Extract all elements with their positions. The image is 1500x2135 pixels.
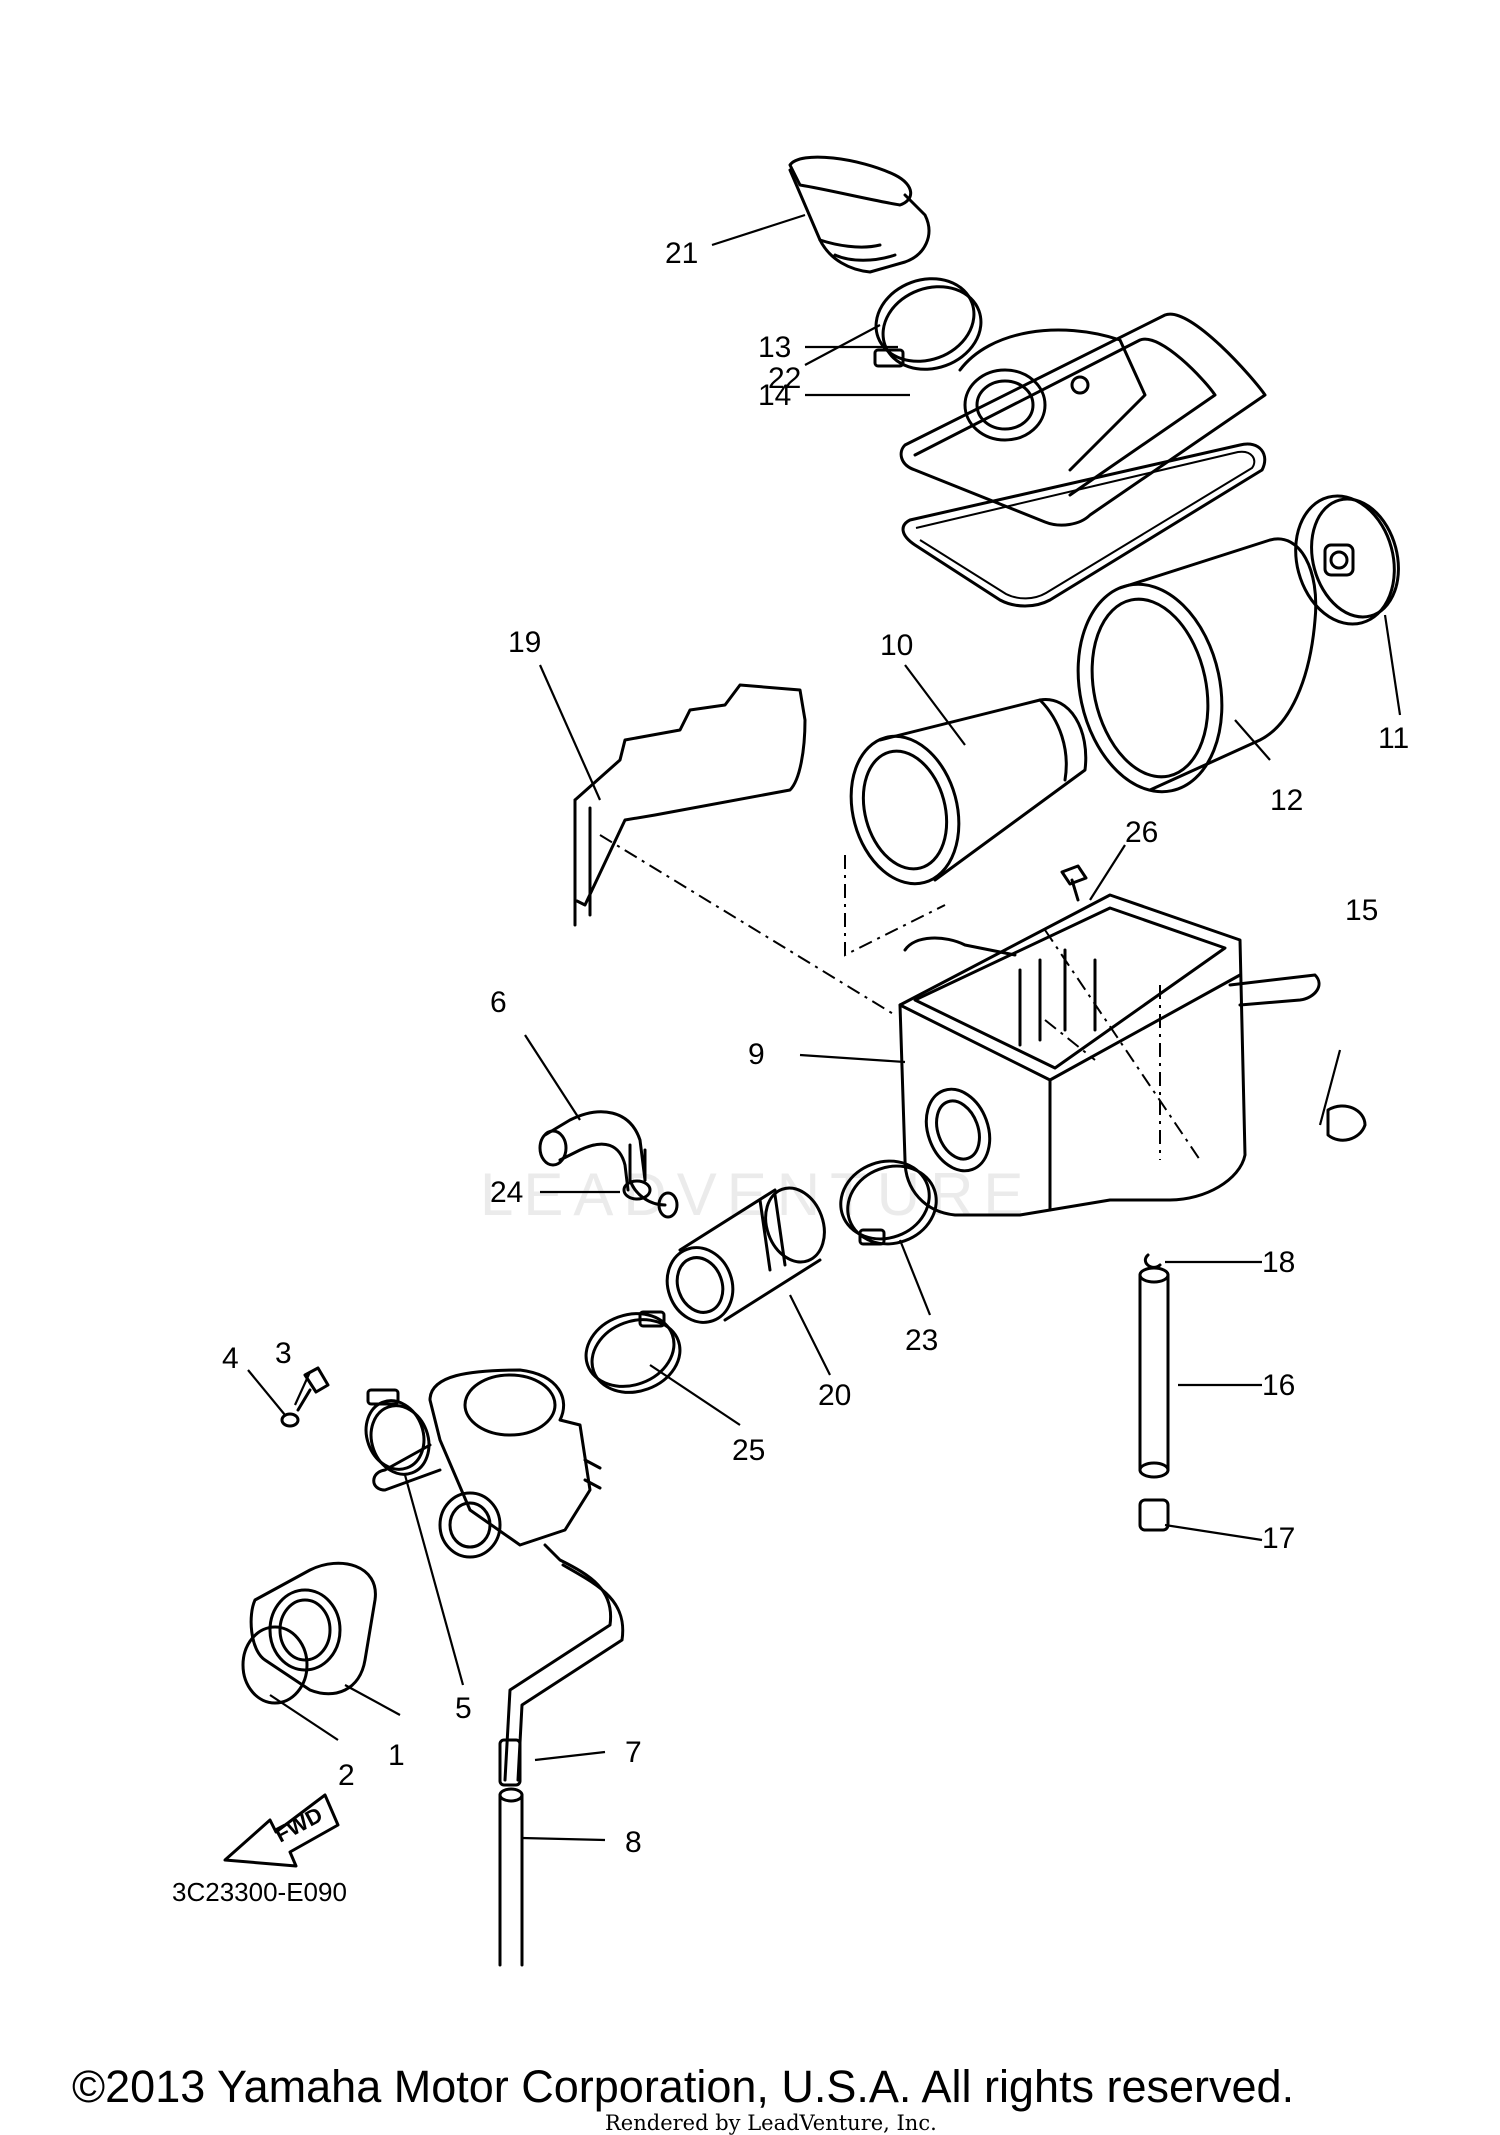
part-19-side-plate	[573, 683, 807, 927]
figure-code: 3C23300-E090	[172, 1877, 347, 1907]
callout-15: 15	[1345, 894, 1378, 927]
rendered-by-notice: Rendered by LeadVenture, Inc.	[605, 2111, 937, 2135]
callout-6: 6	[490, 986, 507, 1019]
callout-4: 4	[222, 1342, 239, 1375]
callout-2: 2	[338, 1759, 355, 1792]
part-2-o-ring	[241, 1625, 309, 1705]
part-1-carburetor-joint	[249, 1561, 377, 1696]
callout-24: 24	[490, 1176, 523, 1209]
part-4-washer	[280, 1412, 300, 1428]
callout-12: 12	[1270, 784, 1303, 817]
callout-17: 17	[1262, 1522, 1295, 1555]
part-16-drain-tube	[1138, 1266, 1170, 1479]
part-9-air-box-case	[898, 893, 1321, 1217]
part-24-elbow	[628, 1143, 679, 1219]
callout-7: 7	[625, 1736, 642, 1769]
callout-labels: 1 2 3 4 5 6 7 8 9 10 11 12 13 14 15 16 1…	[222, 237, 1409, 1859]
part-20-joint-boot	[665, 1186, 826, 1324]
callout-21: 21	[665, 237, 698, 270]
callout-13: 13	[758, 331, 791, 364]
callout-5: 5	[455, 1692, 472, 1725]
part-7-drain-plug	[498, 1738, 522, 1787]
callout-11: 11	[1378, 722, 1409, 755]
part-14-gasket	[901, 442, 1267, 608]
part-12-outer-element	[1076, 537, 1318, 794]
part-10-inner-element	[849, 698, 1088, 886]
part-22-hose-clamp	[873, 277, 983, 371]
callout-26: 26	[1125, 816, 1158, 849]
part-11-end-cap	[1294, 494, 1400, 626]
callout-3: 3	[275, 1337, 292, 1370]
fwd-arrow: FWD	[223, 1793, 340, 1868]
leader-lines	[247, 213, 1402, 1842]
copyright-notice: ©2013 Yamaha Motor Corporation, U.S.A. A…	[72, 2061, 1294, 2112]
part-13-air-box-cover	[899, 312, 1267, 527]
callout-18: 18	[1262, 1246, 1295, 1279]
callout-10: 10	[880, 629, 913, 662]
part-23-clamp	[839, 1159, 938, 1246]
watermark-text: LEADVENTURE	[480, 1161, 1033, 1228]
callout-14: 14	[758, 379, 791, 412]
assembly-lines	[599, 834, 1201, 1161]
callout-20: 20	[818, 1379, 851, 1412]
callout-16: 16	[1262, 1369, 1295, 1402]
callout-8: 8	[625, 1826, 642, 1859]
callout-22: 22	[768, 362, 801, 395]
part-25-clamp	[584, 1310, 682, 1394]
part-6-hose	[538, 1110, 652, 1201]
callout-9: 9	[748, 1038, 765, 1071]
part-3-screw	[296, 1366, 330, 1412]
part-21-intake-duct	[788, 155, 931, 274]
part-26-bolt	[1060, 864, 1088, 902]
part-15-clip	[1326, 1104, 1367, 1142]
carburetor-assembly	[372, 1368, 625, 1782]
callout-19: 19	[508, 626, 541, 659]
callout-25: 25	[732, 1434, 765, 1467]
callout-23: 23	[905, 1324, 938, 1357]
callout-1: 1	[388, 1739, 405, 1772]
part-8-drain-hose	[498, 1787, 524, 1967]
part-5-clamp	[364, 1388, 431, 1476]
part-17-plug	[1138, 1498, 1170, 1532]
fwd-label: FWD	[271, 1802, 327, 1848]
part-18-clip	[1143, 1253, 1162, 1269]
